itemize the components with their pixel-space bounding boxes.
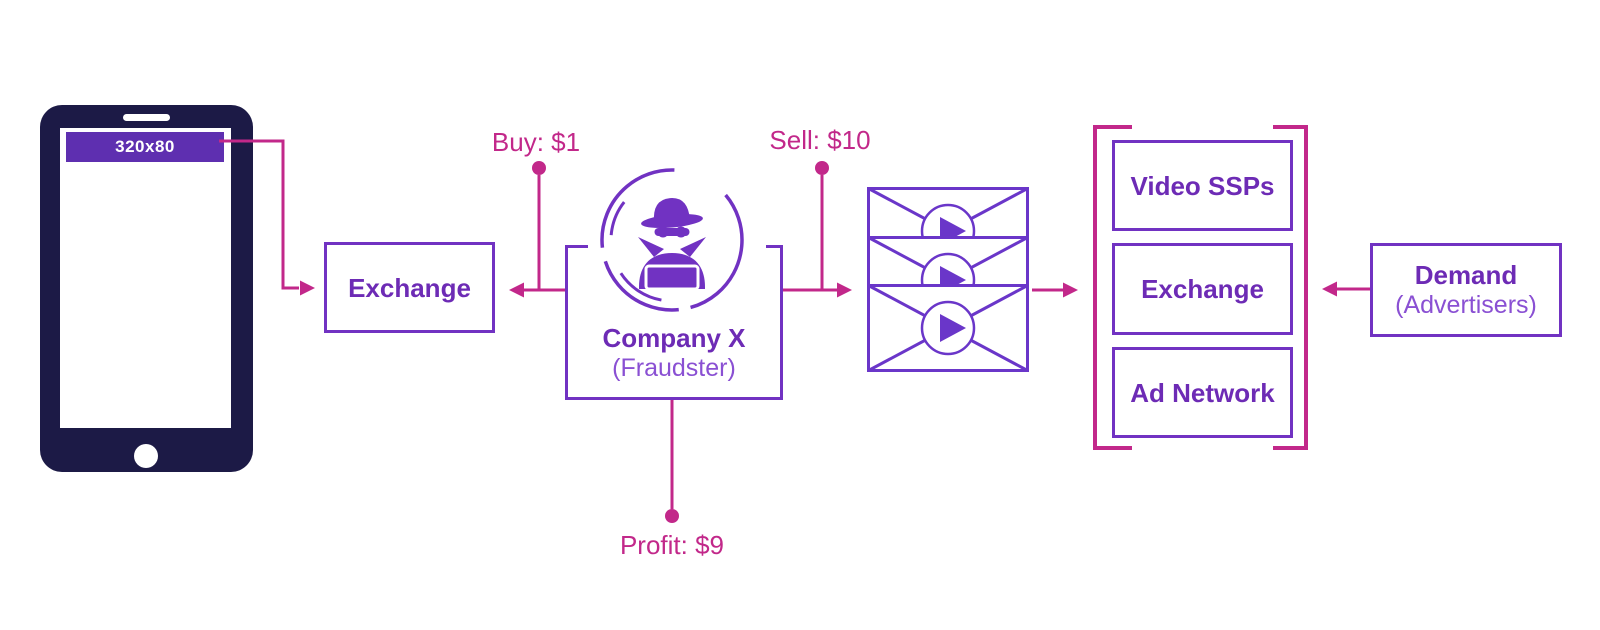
banner-size-label: 320x80 — [115, 137, 175, 156]
demand-node: Demand (Advertisers) — [1370, 243, 1562, 337]
phone-speaker — [123, 114, 170, 121]
spy-hat — [641, 198, 703, 229]
buy-price-label: Buy: $1 — [491, 127, 581, 157]
arrowhead-left — [509, 282, 524, 298]
phone-home-button — [134, 444, 158, 468]
ad-network-node: Ad Network — [1112, 347, 1293, 438]
profit-label: Profit: $9 — [619, 530, 725, 560]
node-label: Video SSPs — [1130, 170, 1275, 201]
play-icon — [940, 314, 966, 342]
node-subtitle: (Advertisers) — [1395, 291, 1537, 319]
mobile-phone-icon: 320x80 — [40, 105, 253, 472]
arrowhead-right — [1063, 282, 1078, 298]
spy-laptop — [644, 264, 700, 291]
arrowhead-right — [300, 280, 315, 296]
sell-price-label: Sell: $10 — [769, 125, 871, 155]
video-ssps-node: Video SSPs — [1112, 140, 1293, 231]
video-ad-stack-icon — [867, 187, 1029, 460]
node-label: Exchange — [1141, 274, 1264, 304]
node-label: Demand — [1414, 260, 1518, 290]
node-subtitle: (Fraudster) — [612, 354, 736, 382]
exchange-node-right: Exchange — [1112, 243, 1293, 335]
profit-dot — [665, 509, 679, 523]
video-ad-envelope-icon — [867, 284, 1029, 372]
node-label: Ad Network — [1130, 377, 1275, 408]
arrowhead-right — [837, 282, 852, 298]
node-label: Exchange — [348, 272, 471, 303]
fraudster-spy-icon — [600, 168, 744, 312]
buy-dot — [532, 161, 546, 175]
node-label: Company X — [602, 323, 746, 353]
phone-screen: 320x80 — [60, 128, 231, 428]
ad-banner: 320x80 — [66, 132, 224, 162]
spy-figure — [638, 198, 706, 291]
arrowhead-left — [1322, 281, 1337, 297]
exchange-node-left: Exchange — [324, 242, 495, 333]
sell-dot — [815, 161, 829, 175]
